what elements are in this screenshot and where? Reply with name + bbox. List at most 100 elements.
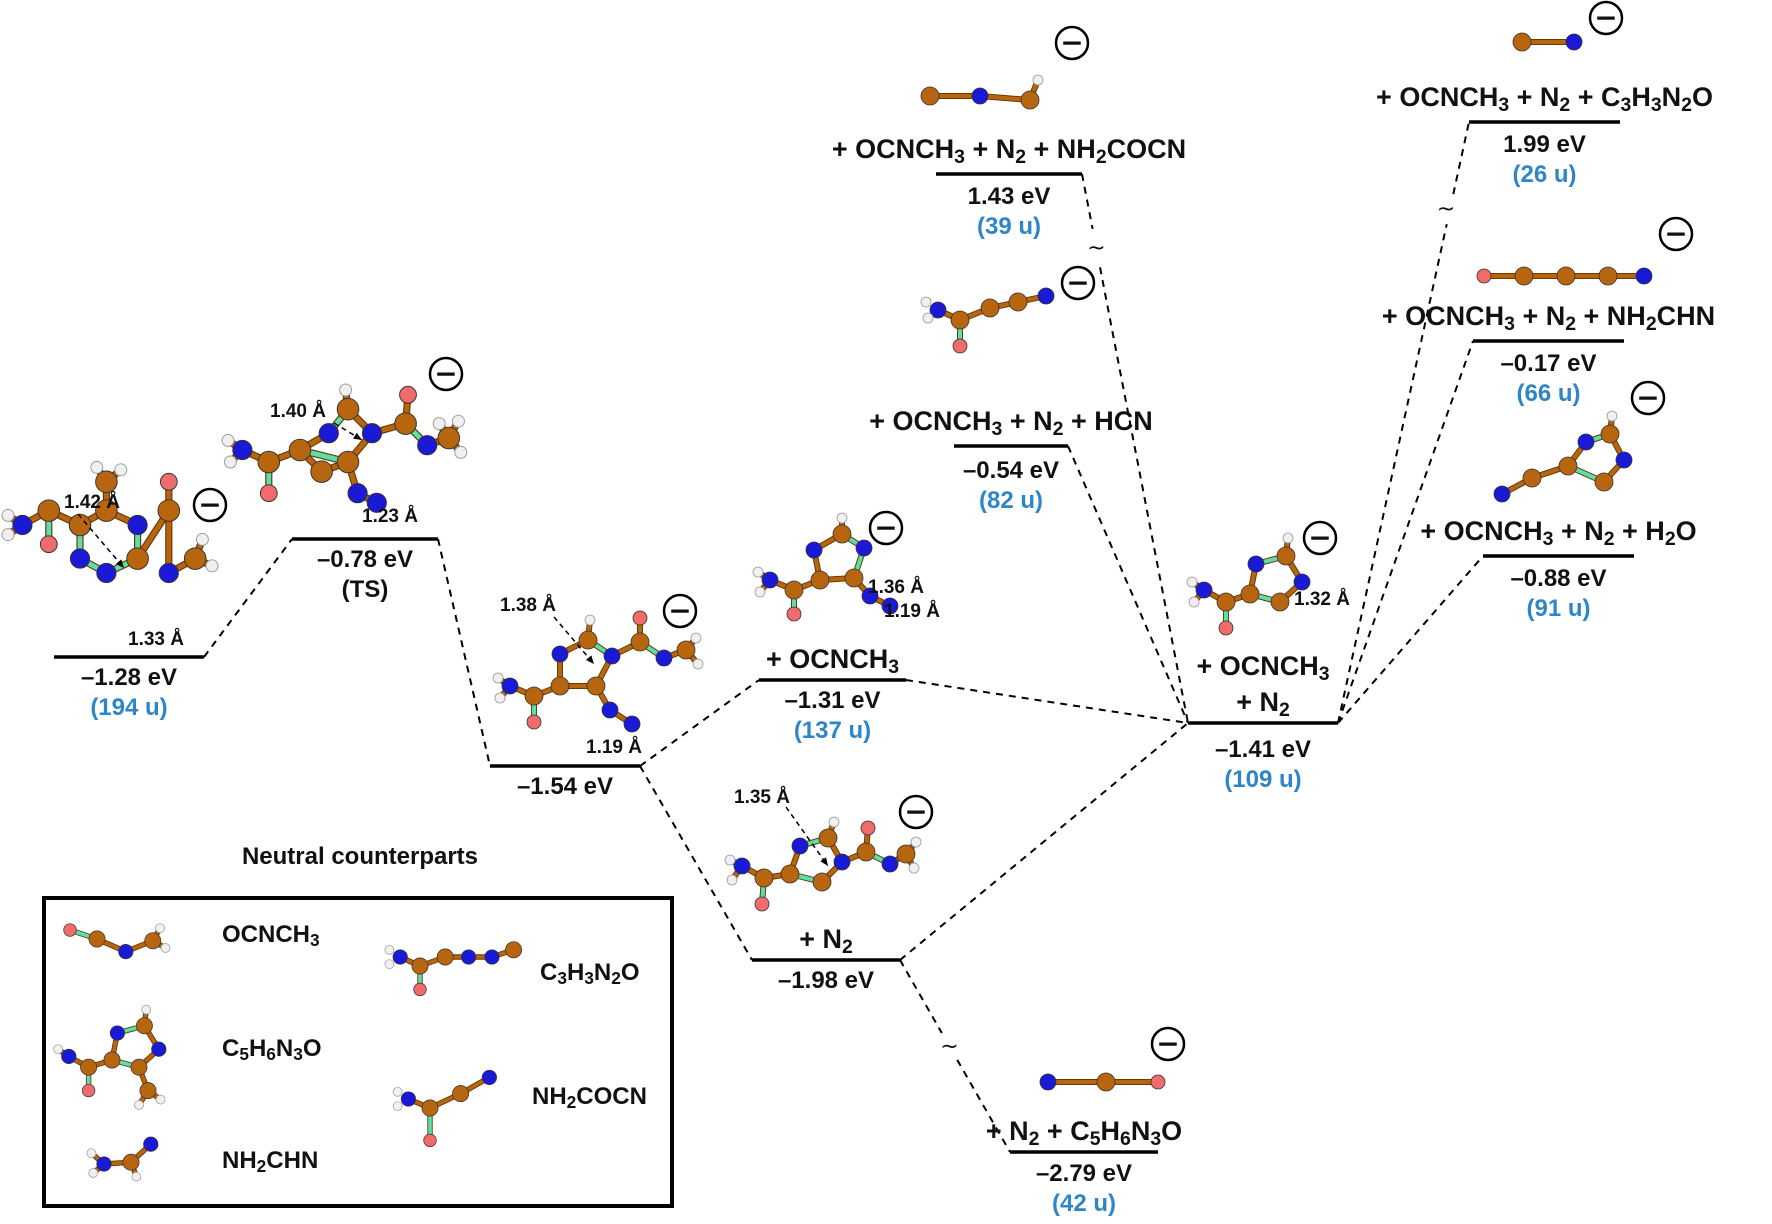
species-label: + N2 — [799, 924, 853, 958]
atom-N — [392, 949, 408, 965]
atom-H — [1606, 410, 1618, 422]
species-label: + OCNCH3 + N2 + NH2CHN — [1382, 301, 1715, 335]
atom-H — [922, 312, 934, 324]
atom-N — [69, 548, 91, 569]
atom-O — [786, 606, 802, 622]
legend-mol-nh2cocn — [392, 1069, 497, 1148]
atom-N — [1565, 33, 1583, 51]
atom-C — [1594, 472, 1614, 492]
bond-length-label: 1.23 Å — [362, 506, 418, 527]
atom-H — [384, 959, 395, 970]
atom-O — [413, 982, 427, 997]
atom-C — [1600, 424, 1620, 444]
legend-box: Neutral counterpartsOCNCH3C3H3N2OC5H6N3O… — [42, 843, 674, 1208]
energy-label: –0.88 eV — [1510, 565, 1606, 592]
atom-N — [881, 855, 899, 873]
charge-sign: − — [668, 594, 691, 627]
break-mark: ~ — [1087, 236, 1105, 261]
charge-sign: − — [874, 511, 897, 544]
bond-length-label: 1.38 Å — [500, 595, 556, 616]
atom-C — [832, 524, 852, 544]
atom-N — [12, 514, 33, 536]
arrow-head — [585, 655, 594, 664]
atom-O — [1150, 1074, 1166, 1090]
species-label: + N2 + C5H6N3O — [986, 1116, 1182, 1150]
atom-N — [655, 649, 673, 667]
species-label: + OCNCH3 — [766, 644, 899, 678]
atom-C — [95, 499, 118, 522]
atom-N — [501, 677, 519, 695]
atom-C — [1276, 546, 1296, 566]
atom-H — [141, 1004, 152, 1015]
atom-H — [223, 455, 237, 469]
species-label: + OCNCH3 — [1196, 651, 1329, 685]
atom-C — [844, 568, 864, 588]
charge-sign: − — [1594, 1, 1617, 34]
charge-icon — [1588, 0, 1624, 36]
species-label: + N2 — [1236, 687, 1290, 721]
arrow-head — [353, 432, 362, 440]
connector-m39-m109-b — [1099, 267, 1189, 724]
atom-H — [1282, 532, 1294, 544]
connector-m109-m26-a — [1337, 223, 1448, 724]
atom-N — [1577, 433, 1595, 451]
atom-O — [39, 535, 58, 554]
atom-C — [812, 872, 832, 892]
charge-sign: − — [198, 488, 221, 521]
charge-icon — [428, 356, 464, 392]
connector-m82-m109 — [1067, 445, 1189, 724]
atom-C — [126, 547, 149, 570]
bond-arrow — [785, 806, 829, 867]
atom-N — [151, 1041, 167, 1057]
atom-N — [158, 562, 179, 584]
atom-C — [394, 412, 417, 435]
atom-N — [61, 1048, 77, 1064]
atom-C — [950, 310, 970, 330]
mass-label: (137 u) — [794, 717, 871, 744]
atom-C — [550, 676, 570, 696]
connector-ts-int — [437, 538, 491, 767]
legend-title: Neutral counterparts — [242, 843, 478, 870]
atom-C — [780, 864, 800, 884]
atom-O — [860, 820, 876, 836]
atom-N — [118, 944, 134, 960]
atom-H — [432, 417, 446, 431]
atom-C — [336, 397, 360, 421]
molecule-intermediate — [492, 610, 704, 733]
atom-O — [1218, 620, 1234, 636]
atom-C — [144, 932, 162, 950]
bond-arrows — [77, 422, 829, 867]
atom-N — [109, 1025, 125, 1041]
arrow-head — [115, 559, 124, 568]
connector-m137-m109 — [905, 679, 1189, 724]
energy-levels — [54, 120, 1634, 1154]
atom-N — [461, 949, 477, 965]
mass-label: (82 u) — [979, 487, 1043, 514]
atom-H — [155, 1094, 166, 1105]
atom-H — [392, 1101, 403, 1112]
mass-label: (26 u) — [1512, 161, 1576, 188]
atom-C — [856, 842, 876, 862]
atom-H — [920, 296, 932, 308]
atom-H — [726, 874, 738, 886]
bond-length-label: 1.36 Å — [868, 577, 924, 598]
charge-icon — [1150, 1026, 1186, 1062]
connector-int-m68 — [639, 765, 753, 961]
bond-length-label: 1.32 Å — [1294, 589, 1350, 610]
charge-icon — [898, 794, 934, 830]
atom-C — [421, 1099, 439, 1117]
atom-H — [494, 692, 506, 704]
atom-C — [1514, 266, 1534, 286]
energy-label: –1.41 eV — [1215, 736, 1311, 763]
atom-C — [452, 1085, 470, 1103]
atom-N — [232, 439, 253, 461]
atom-H — [1, 528, 15, 542]
bond-length-label: 1.19 Å — [884, 601, 940, 622]
bond-length-label: 1.35 Å — [734, 787, 790, 808]
energy-label: –1.98 eV — [778, 967, 874, 994]
legend-item-label: NH2COCN — [532, 1083, 647, 1112]
atom-H — [910, 836, 922, 848]
charge-sign: − — [434, 357, 457, 390]
atom-C — [1096, 1072, 1116, 1092]
